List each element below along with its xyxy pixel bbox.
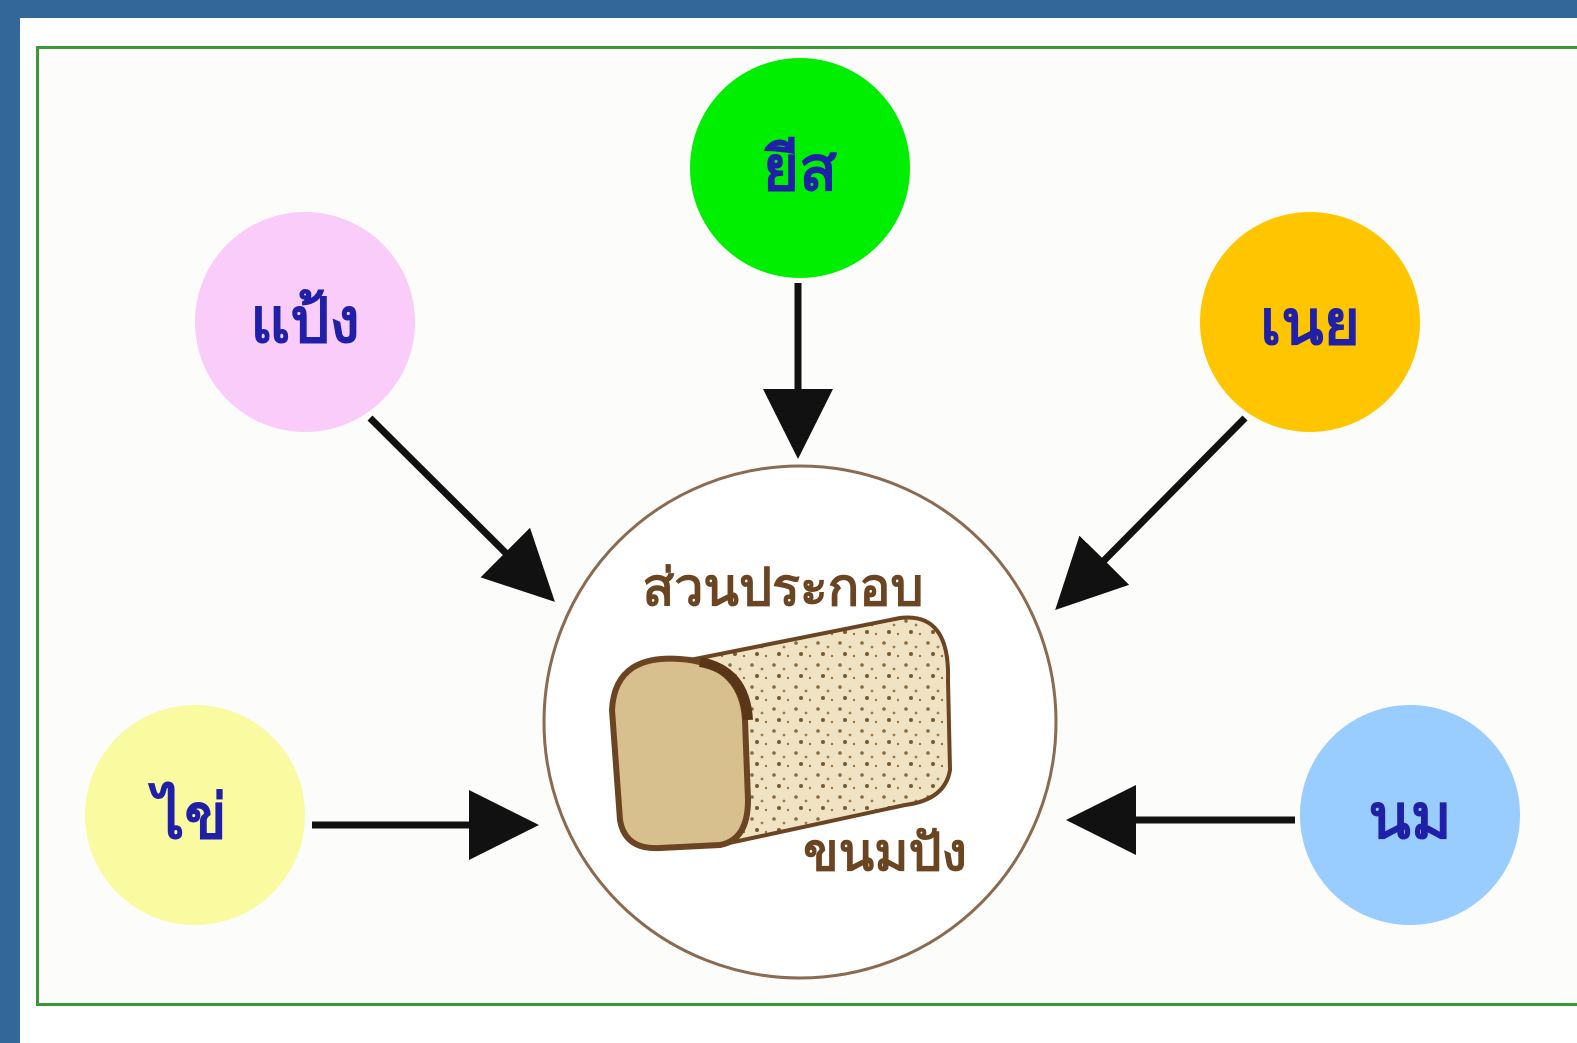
ingredient-label: ยีส — [763, 132, 837, 205]
ingredient-label: แป้ง — [250, 284, 360, 357]
center-subtitle: ขนมปัง — [803, 823, 967, 883]
ingredient-node-yeast: ยีส — [690, 58, 910, 278]
center-title: ส่วนประกอบ — [642, 558, 923, 618]
ingredient-circle — [195, 212, 415, 432]
ingredient-label: นม — [1368, 780, 1451, 853]
bread-loaf-icon — [608, 615, 953, 852]
ingredient-circle — [85, 705, 305, 925]
arrow-flour — [367, 415, 555, 602]
ingredient-circle — [1200, 212, 1420, 432]
arrow-butter — [1055, 415, 1248, 610]
ingredient-label: ไข่ — [147, 780, 227, 853]
ingredient-node-flour: แป้ง — [195, 212, 415, 432]
ingredient-node-butter: เนย — [1200, 212, 1420, 432]
ingredient-node-milk: นม — [1300, 705, 1520, 925]
ingredient-label: เนย — [1260, 286, 1360, 359]
ingredient-circle — [1300, 705, 1520, 925]
ingredient-circle — [690, 58, 910, 278]
ingredient-node-egg: ไข่ — [85, 705, 305, 925]
